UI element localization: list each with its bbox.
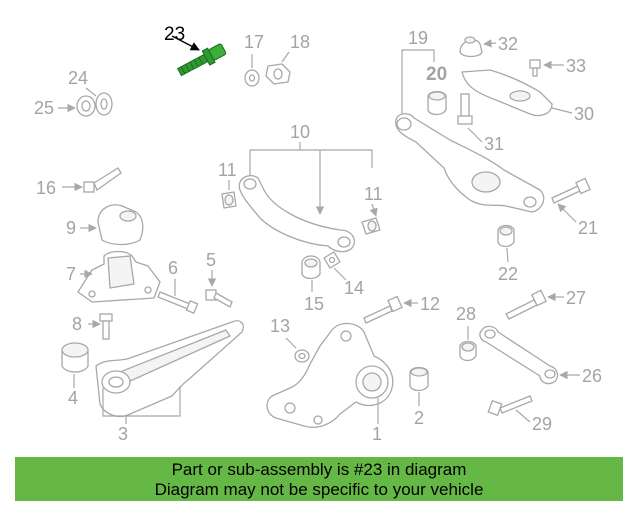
callout-30: 30: [574, 104, 594, 124]
callout-21: 21: [578, 218, 598, 238]
part-12-bolt[interactable]: [363, 295, 403, 324]
part-2-bushing[interactable]: [409, 366, 429, 392]
parts-diagram: 23 24 25 17 18 16 9 7: [34, 24, 602, 444]
part-3-trailing-arm[interactable]: [95, 320, 244, 418]
callout-31: 31: [484, 134, 504, 154]
callout-23: 23: [164, 24, 185, 45]
callout-18: 18: [290, 32, 310, 52]
part-18-nut[interactable]: [265, 63, 291, 85]
callout-9: 9: [66, 218, 76, 238]
callout-29: 29: [532, 414, 552, 434]
part-27-bolt[interactable]: [505, 289, 547, 320]
callout-13: 13: [270, 316, 290, 336]
part-32-bump-stop[interactable]: [459, 36, 483, 58]
callout-33: 33: [566, 56, 586, 76]
part-23-bolt[interactable]: [171, 35, 227, 79]
part-4-bushing[interactable]: [61, 342, 89, 373]
part-16-bolt[interactable]: [83, 167, 122, 193]
callout-6: 6: [168, 258, 178, 278]
part-7-bracket[interactable]: [77, 250, 161, 303]
part-33-screw[interactable]: [529, 59, 541, 77]
callout-3: 3: [118, 424, 128, 444]
callout-27: 27: [566, 288, 586, 308]
callout-26: 26: [582, 366, 602, 386]
callout-2: 2: [414, 408, 424, 428]
info-banner: Part or sub-assembly is #23 in diagram D…: [15, 457, 623, 501]
callout-7: 7: [66, 264, 76, 284]
callout-15: 15: [304, 294, 324, 314]
part-8-bolt[interactable]: [99, 313, 113, 340]
part-20-bushing[interactable]: [427, 90, 447, 116]
callout-24: 24: [68, 68, 88, 88]
callout-11a: 11: [218, 160, 237, 180]
part-11-bushing-right[interactable]: [361, 217, 381, 235]
banner-line-1: Part or sub-assembly is #23 in diagram: [171, 460, 467, 479]
callout-10: 10: [290, 122, 310, 142]
callout-5: 5: [206, 250, 216, 270]
callout-1: 1: [372, 424, 382, 444]
callout-19: 19: [408, 28, 428, 48]
callout-32: 32: [498, 34, 518, 54]
callout-16: 16: [36, 178, 56, 198]
banner-line-2: Diagram may not be specific to your vehi…: [154, 480, 484, 499]
part-11-bushing-left[interactable]: [221, 191, 237, 209]
part-14-clip[interactable]: [323, 251, 341, 269]
part-1-knuckle[interactable]: [266, 322, 394, 428]
part-19-lower-arm[interactable]: [395, 113, 545, 213]
part-9-bushing-cap[interactable]: [97, 204, 144, 246]
part-6-bolt[interactable]: [157, 291, 199, 314]
callout-25: 25: [34, 98, 54, 118]
callout-8: 8: [72, 314, 82, 334]
part-26-lateral-link[interactable]: [479, 325, 559, 385]
callout-28: 28: [456, 304, 476, 324]
part-30-bracket[interactable]: [461, 69, 553, 117]
part-15-bushing[interactable]: [301, 255, 321, 280]
callout-22: 22: [498, 264, 518, 284]
callout-12: 12: [420, 294, 440, 314]
callout-14: 14: [344, 278, 364, 298]
part-25-bushing[interactable]: [76, 92, 113, 117]
part-29-bolt[interactable]: [487, 395, 533, 417]
part-17-washer[interactable]: [244, 69, 260, 87]
part-21-bolt[interactable]: [551, 177, 591, 204]
part-28-bushing[interactable]: [459, 340, 477, 362]
part-13-washer[interactable]: [294, 349, 310, 363]
part-22-bushing[interactable]: [497, 224, 515, 248]
callout-4: 4: [68, 388, 78, 408]
callout-17: 17: [244, 32, 264, 52]
callout-11b: 11: [364, 184, 383, 204]
part-31-bolt[interactable]: [457, 93, 473, 125]
callout-20: 20: [426, 64, 447, 85]
part-10-upper-link[interactable]: [238, 175, 355, 253]
part-5-bolt[interactable]: [205, 289, 233, 308]
